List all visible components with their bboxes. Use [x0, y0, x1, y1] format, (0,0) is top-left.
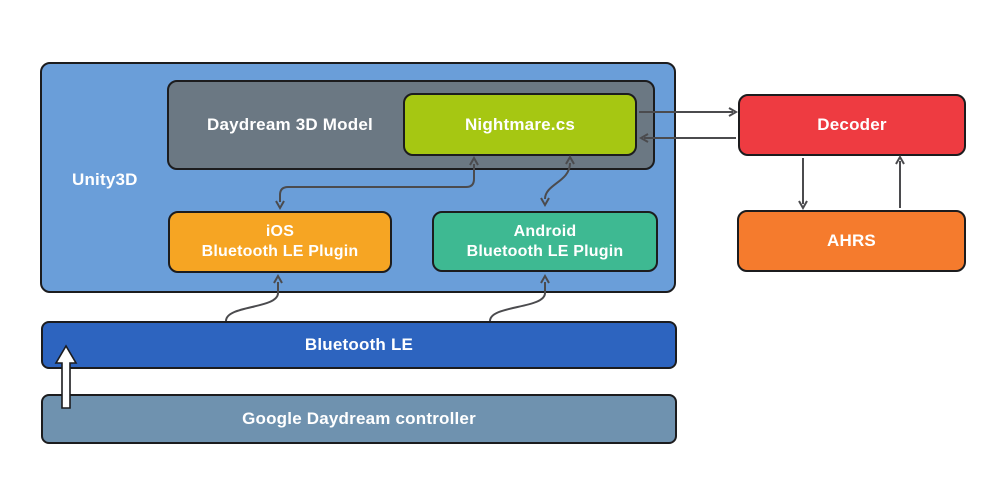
nightmare-cs-box: Nightmare.cs — [403, 93, 637, 156]
nightmare-cs-label: Nightmare.cs — [464, 114, 576, 134]
android-plugin-label-line2: Bluetooth LE Plugin — [466, 242, 624, 260]
bluetooth-le-bar: Bluetooth LE — [41, 321, 677, 369]
android-bluetooth-le-plugin-box: Android Bluetooth LE Plugin — [432, 211, 658, 272]
decoder-label: Decoder — [817, 115, 887, 134]
ios-plugin-label-line2: Bluetooth LE Plugin — [201, 243, 359, 260]
google-daydream-controller-bar: Google Daydream controller — [41, 394, 677, 444]
arrow-decoder-to-ahrs-icon — [798, 158, 808, 211]
ahrs-label: AHRS — [827, 231, 876, 250]
ios-bluetooth-le-plugin-box: iOS Bluetooth LE Plugin — [168, 211, 392, 273]
bluetooth-le-label: Bluetooth LE — [304, 335, 414, 354]
unity3d-label: Unity3D — [72, 170, 138, 189]
ios-plugin-label-line1: iOS — [265, 223, 295, 240]
arrow-ahrs-to-decoder-icon — [895, 154, 905, 208]
ahrs-box: AHRS — [737, 210, 966, 272]
google-daydream-controller-label: Google Daydream controller — [242, 409, 476, 428]
decoder-box: Decoder — [738, 94, 966, 156]
daydream-3d-model-label: Daydream 3D Model — [207, 115, 373, 134]
android-plugin-label-line1: Android — [513, 222, 577, 240]
